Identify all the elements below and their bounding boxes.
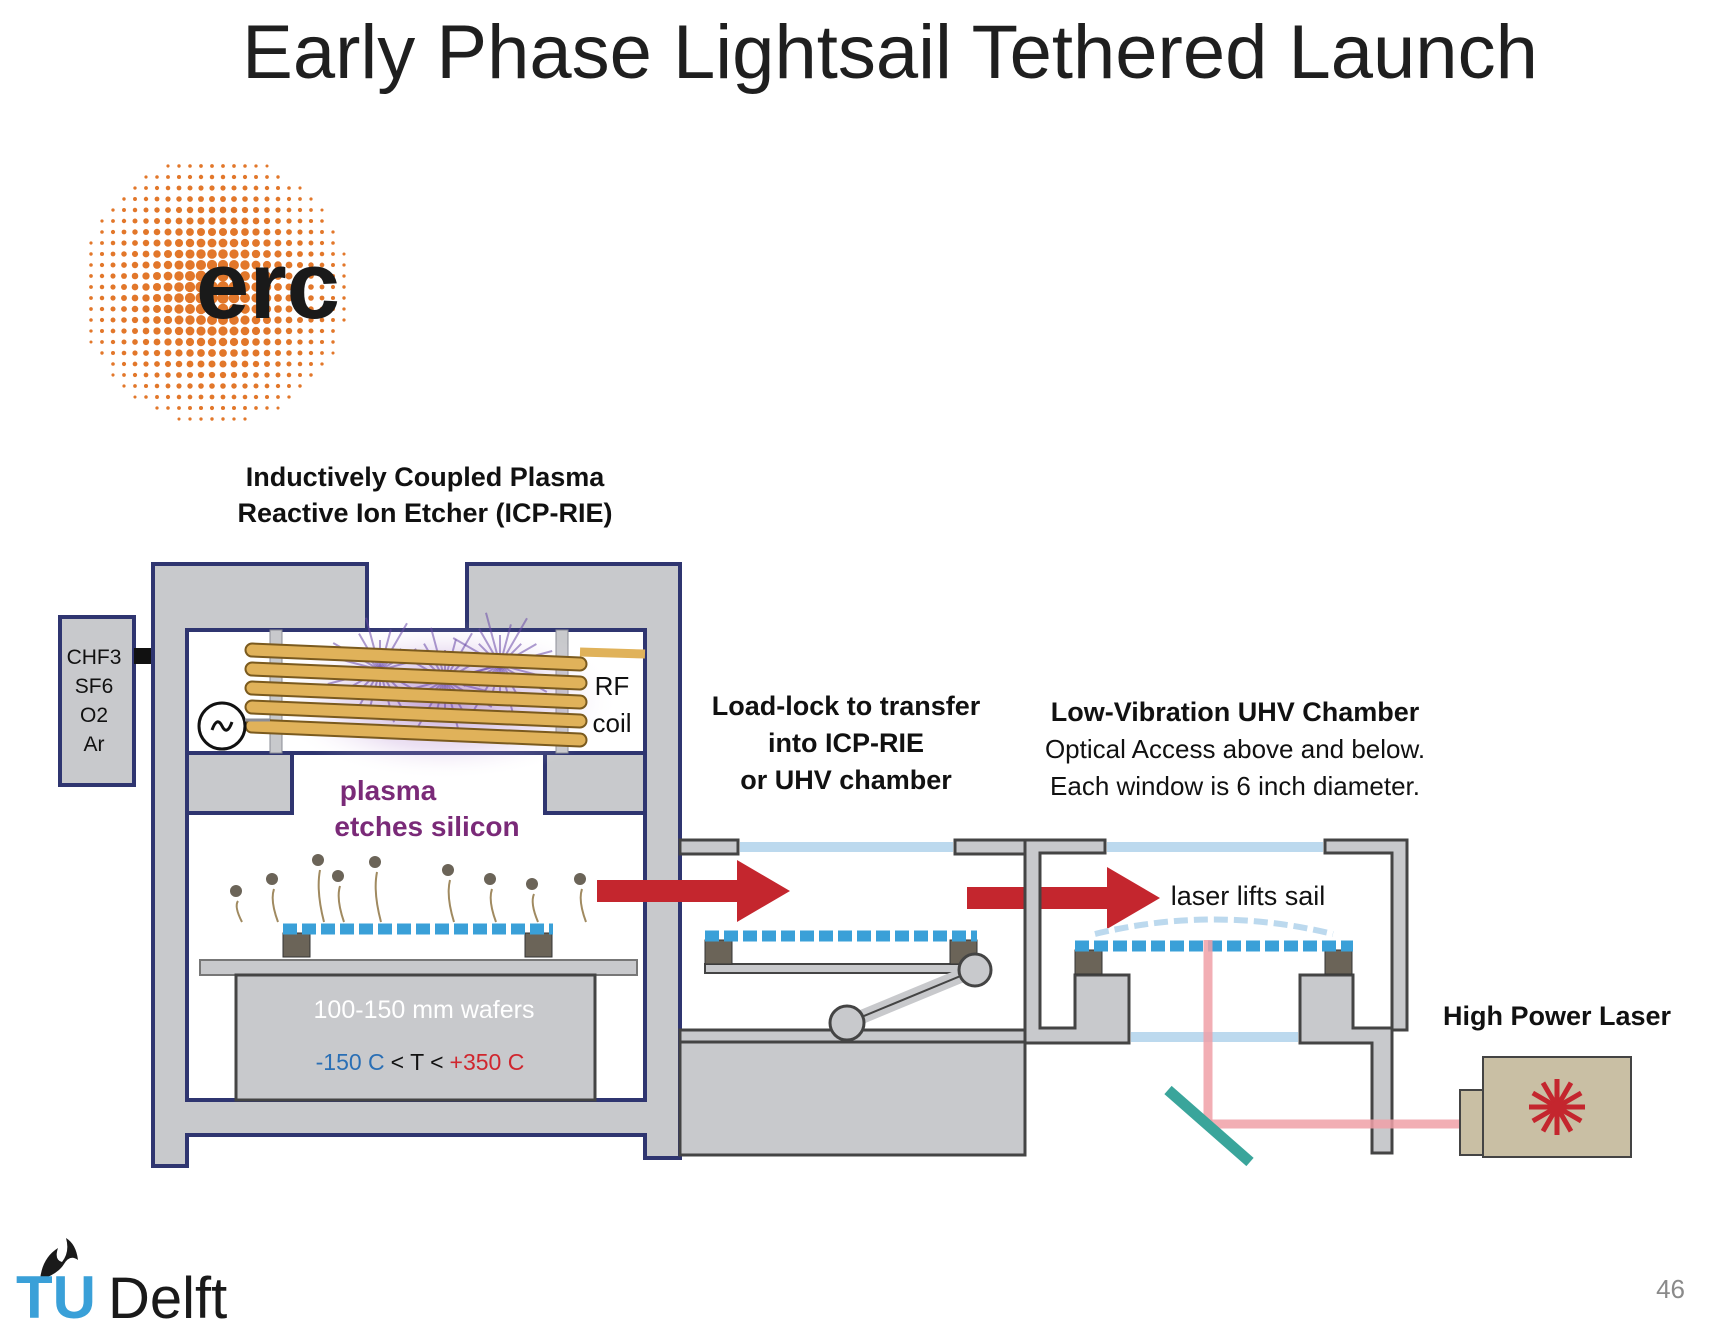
erc-logo-text: erc — [196, 232, 340, 339]
temp-range: -150 C< T <+350 C — [316, 1049, 525, 1075]
laser-lifts-label: laser lifts sail — [1171, 881, 1326, 911]
rf-label-line2: coil — [592, 708, 631, 738]
plasma-label-line2: etches silicon — [334, 811, 519, 842]
tu-logo-delft: Delft — [108, 1266, 227, 1322]
plasma-label-line1: plasma — [340, 775, 437, 806]
uhv-line3: Each window is 6 inch diameter. — [1050, 771, 1420, 801]
wafers-label: 100-150 mm wafers — [314, 996, 535, 1024]
uhv-line2: Optical Access above and below. — [1045, 734, 1425, 764]
loadlock-label-line2: into ICP-RIE — [768, 728, 924, 758]
gas-supply-box: CHF3 SF6 O2 Ar — [58, 615, 154, 787]
slide-title: Early Phase Lightsail Tethered Launch — [242, 10, 1538, 95]
uhv-title: Low-Vibration UHV Chamber — [1051, 697, 1420, 727]
gas-o2: O2 — [80, 704, 108, 727]
tu-logo-tu: TU — [16, 1264, 96, 1322]
icp-label-line1: Inductively Coupled Plasma — [246, 462, 606, 492]
gas-ar: Ar — [84, 733, 105, 756]
load-lock-chamber: Load-lock to transfer into ICP-RIE or UH… — [678, 691, 1027, 1157]
tu-delft-logo: TU Delft — [16, 1238, 227, 1322]
wafer-stage-plate — [199, 959, 638, 976]
gas-sf6: SF6 — [75, 675, 114, 698]
rf-source-icon — [197, 701, 270, 751]
laser-starburst-icon — [1529, 1079, 1585, 1135]
rf-coil-icon — [244, 642, 646, 748]
loadlock-label-line3: or UHV chamber — [740, 765, 952, 795]
wafer-stage — [234, 973, 597, 1102]
uhv-chamber: Low-Vibration UHV Chamber Optical Access… — [1023, 697, 1425, 1155]
etch-particles — [230, 854, 587, 923]
icp-label-line2: Reactive Ion Etcher (ICP-RIE) — [237, 498, 612, 528]
transfer-arrow-2 — [967, 867, 1160, 929]
erc-dots-icon — [89, 164, 346, 421]
transfer-arrow-1 — [597, 860, 790, 922]
tu-flame-icon — [40, 1238, 78, 1280]
temp-low: -150 C — [316, 1049, 385, 1075]
high-power-laser: High Power Laser — [1443, 1001, 1672, 1158]
mirror-icon — [1164, 1085, 1254, 1167]
icp-inner-ledge-right — [543, 751, 647, 815]
gas-chf3: CHF3 — [67, 646, 122, 669]
rf-label-line1: RF — [595, 671, 630, 701]
loadlock-label-line1: Load-lock to transfer — [712, 691, 981, 721]
erc-logo: erc — [89, 164, 346, 421]
icp-inner-ledge-left — [185, 751, 294, 815]
laser-beam — [1203, 940, 1460, 1129]
temp-high: +350 C — [450, 1049, 525, 1075]
hpl-label: High Power Laser — [1443, 1001, 1672, 1031]
page-number: 46 — [1656, 1274, 1685, 1304]
icp-wafer — [282, 923, 553, 958]
temp-mid: < T < — [391, 1049, 444, 1075]
